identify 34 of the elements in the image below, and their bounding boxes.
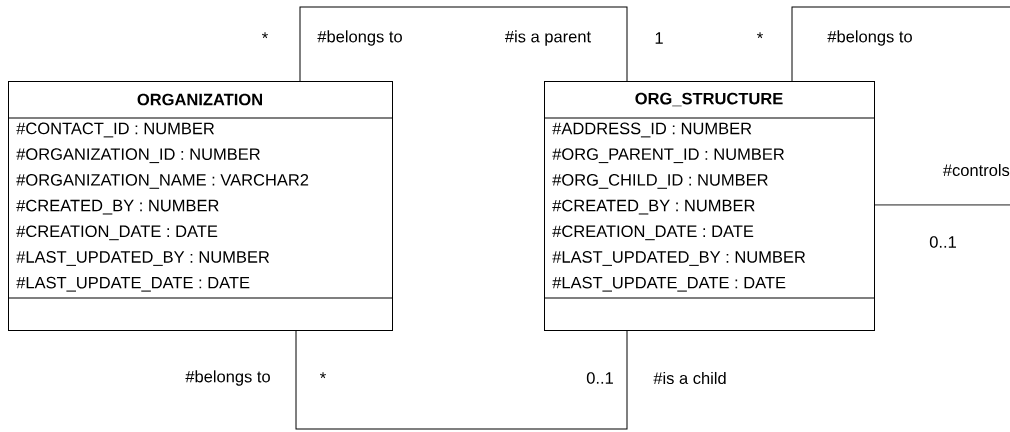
role-name: #belongs to [827,30,912,46]
attribute: #ORG_CHILD_ID : NUMBER [552,174,768,189]
role-name: #is a child [653,371,726,385]
multiplicity: 0..1 [586,372,613,384]
role-name: #is a parent [504,30,591,46]
multiplicity: * [757,32,763,39]
attribute: #CREATED_BY : NUMBER [16,199,219,215]
association-line [874,204,1010,206]
class-name: ORG_STRUCTURE [635,92,783,107]
attribute: #LAST_UPDATED_BY : NUMBER [16,251,270,266]
multiplicity: * [320,372,326,379]
attribute: #LAST_UPDATE_DATE : DATE [16,276,250,292]
association-line [295,330,628,430]
attribute: #LAST_UPDATE_DATE : DATE [552,276,786,292]
attribute: #ADDRESS_ID : NUMBER [552,122,752,138]
association-line [299,6,628,82]
role-name: #belongs to [317,30,402,46]
association-line [791,6,1010,82]
class-name: ORGANIZATION [137,93,262,106]
class-box [543,81,875,331]
multiplicity: * [262,32,268,39]
attribute: #ORGANIZATION_ID : NUMBER [16,148,260,164]
attribute: #CREATED_BY : NUMBER [552,199,755,215]
attribute: #ORG_PARENT_ID : NUMBER [552,148,784,164]
multiplicity: 1 [655,32,663,44]
role-name: #belongs to [185,370,270,386]
attribute: #CREATION_DATE : DATE [16,225,218,241]
attribute: #CREATION_DATE : DATE [552,225,754,241]
attribute: #CONTACT_ID : NUMBER [16,122,215,138]
multiplicity: 0..1 [929,236,956,248]
attribute: #ORGANIZATION_NAME : VARCHAR2 [16,174,309,189]
class-box [7,81,393,331]
role-name: #controls [942,163,1010,177]
attribute: #LAST_UPDATED_BY : NUMBER [552,251,806,266]
